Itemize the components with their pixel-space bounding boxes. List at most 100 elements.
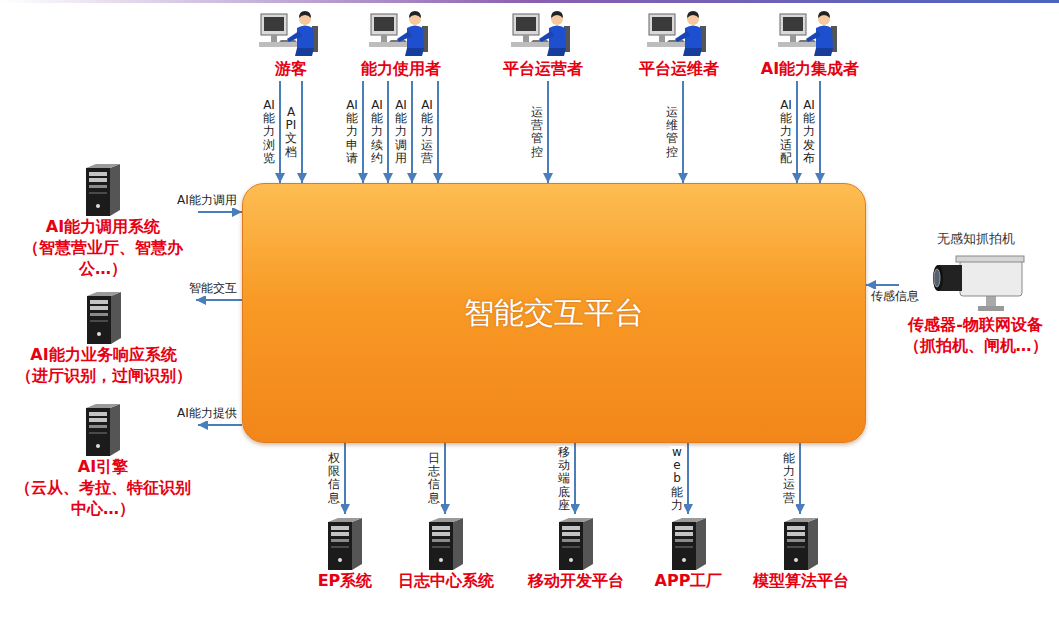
- edge-label: 运营管控: [530, 106, 544, 159]
- desk: [259, 42, 301, 47]
- edge-label: AI能力适配: [779, 99, 793, 165]
- monitor: [513, 14, 539, 35]
- flow-arrow: [866, 284, 899, 286]
- node-title: AI引擎: [12, 456, 194, 477]
- node-title: AI能力调用系统: [12, 216, 194, 237]
- camera-lens-rim: [933, 265, 943, 291]
- flow-arrow: [682, 81, 684, 183]
- edge-label: 权限信息: [327, 452, 341, 505]
- monitor-stand: [381, 35, 387, 42]
- drive-bay: [787, 539, 805, 542]
- drive-bay: [675, 526, 693, 530]
- node-subtitle: （抓拍机、闸机…）: [903, 335, 1048, 356]
- drive-bay: [562, 532, 580, 536]
- monitor-screen: [516, 17, 536, 31]
- edge-label: 智能交互: [188, 281, 238, 296]
- monitor-stand: [523, 35, 529, 42]
- edge-label: 日志信息: [427, 452, 441, 505]
- user-role: 游客: [254, 6, 327, 81]
- power-button: [97, 332, 101, 336]
- camera-icon: [926, 248, 1026, 314]
- vent: [90, 320, 108, 322]
- person-hair: [551, 11, 563, 18]
- person-legs: [295, 48, 314, 56]
- camera-body: [960, 260, 1022, 296]
- drive-bay: [432, 532, 450, 536]
- vent: [562, 546, 580, 548]
- monitor-screen: [374, 17, 394, 31]
- monitor: [261, 14, 287, 35]
- user-icon: [647, 8, 711, 58]
- server-icon: [778, 516, 824, 570]
- person-legs: [405, 48, 424, 56]
- edge-label: 传感信息: [870, 289, 920, 304]
- power-button: [569, 558, 573, 562]
- flow-arrow: [362, 81, 364, 183]
- monitor-stand: [790, 35, 796, 42]
- server-top: [784, 518, 818, 522]
- drive-bay: [89, 418, 107, 422]
- connector-group: [196, 81, 899, 514]
- flow-arrow: [687, 443, 689, 514]
- server-system: 移动开发平台: [523, 514, 628, 593]
- edge-label: 运维管控: [665, 106, 679, 159]
- node-subtitle: 传感器-物联网设备: [903, 314, 1048, 335]
- power-button: [96, 444, 100, 448]
- user-icon: [511, 8, 575, 58]
- top-rule-bar: [0, 0, 1059, 3]
- node-subtitle: （进厅识别，过闸识别）: [15, 365, 192, 386]
- vent: [787, 546, 805, 548]
- person-hair: [818, 11, 830, 18]
- server-side: [110, 164, 120, 216]
- edge-label: web能力: [670, 446, 684, 512]
- power-button: [439, 558, 443, 562]
- node-title: 能力使用者: [360, 58, 441, 79]
- server-front: [559, 522, 583, 570]
- server-icon: [423, 516, 469, 570]
- desk: [369, 42, 411, 47]
- flow-arrow: [547, 81, 549, 183]
- platform-box: 智能交互平台: [242, 183, 866, 443]
- node-title: EP系统: [317, 570, 373, 591]
- server-side: [111, 292, 121, 344]
- edge-label: AI能力申请: [345, 99, 359, 165]
- person-arm: [539, 31, 554, 42]
- user-role: AI能力集成者: [756, 6, 864, 81]
- drive-bay: [89, 412, 107, 416]
- user-icon: [369, 8, 433, 58]
- monitor-stand: [659, 35, 665, 42]
- edge-label: AI能力调用: [176, 193, 238, 208]
- vent: [675, 546, 693, 548]
- monitor: [371, 14, 397, 35]
- server-system: AI能力调用系统（智慧营业厅、智慧办公…）: [8, 160, 198, 281]
- drive-bay: [562, 539, 580, 542]
- person-arm: [397, 31, 412, 42]
- flow-arrow: [819, 81, 821, 183]
- server-front: [86, 168, 110, 216]
- drive-bay: [331, 539, 349, 542]
- person-hair: [409, 11, 421, 18]
- top-rule: [0, 0, 1059, 4]
- server-side: [696, 518, 706, 570]
- edge-label: API文档: [284, 106, 298, 159]
- node-title: 日志中心系统: [397, 570, 494, 591]
- user-role: 平台运营者: [498, 6, 587, 81]
- person-arm: [675, 31, 690, 42]
- drive-bay: [432, 539, 450, 542]
- vent: [89, 192, 107, 194]
- flow-arrow: [387, 81, 389, 183]
- person-arm: [287, 31, 302, 42]
- flow-arrow: [411, 81, 413, 183]
- monitor-stand: [271, 35, 277, 42]
- sensor-device: 无感知抓拍机传感器-物联网设备（抓拍机、闸机…）: [899, 228, 1052, 358]
- server-side: [352, 518, 362, 570]
- edge-label: AI能力提供: [176, 406, 238, 421]
- server-icon: [666, 516, 712, 570]
- camera-base: [978, 306, 1004, 311]
- power-button: [338, 558, 342, 562]
- drive-bay: [787, 532, 805, 536]
- edge-label: AI能力续约: [370, 99, 384, 165]
- server-icon: [80, 402, 126, 456]
- node-title: 平台运营者: [502, 58, 583, 79]
- drive-bay: [89, 172, 107, 176]
